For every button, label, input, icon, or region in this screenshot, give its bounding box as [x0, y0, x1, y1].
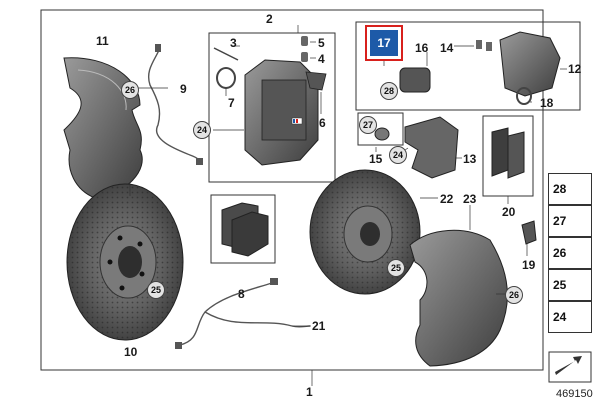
callout-2[interactable]: 2 [266, 12, 273, 26]
front-brake-pads [221, 202, 269, 257]
front-caliper [244, 59, 319, 166]
callout-18[interactable]: 18 [540, 96, 554, 110]
sidebar-item-25[interactable]: 25 [548, 269, 592, 301]
callout-20[interactable]: 20 [502, 205, 516, 219]
diagram-number: 469150 [556, 388, 593, 400]
sidebar-label: 28 [553, 182, 567, 196]
rear-caliper [499, 31, 561, 97]
front-brake-disc [66, 183, 184, 341]
spring-clip-6 [305, 71, 327, 91]
circled-callout-25[interactable]: 25 [147, 281, 165, 299]
wear-sensor-front [148, 47, 200, 163]
sidebar-label: 27 [553, 214, 567, 228]
caliper-group-box [208, 32, 336, 183]
sidebar-label: 25 [553, 278, 567, 292]
parking-motor-16 [399, 67, 431, 93]
bleed-screws [301, 36, 308, 62]
front-dust-shield [63, 57, 143, 199]
sidebar-item-24[interactable]: 24 [548, 301, 592, 333]
pin-3 [213, 47, 239, 61]
direction-arrow-icon [548, 351, 592, 383]
seal-ring-7 [216, 67, 236, 89]
callout-9[interactable]: 9 [180, 82, 187, 96]
callout-16[interactable]: 16 [415, 41, 429, 55]
caliper-carrier [404, 116, 459, 179]
highlighted-callout-17[interactable]: 17 [365, 25, 403, 61]
sidebar-item-28[interactable]: 28 [548, 173, 592, 205]
highlighted-callout-label: 17 [370, 30, 398, 56]
sidebar-label: 26 [553, 246, 567, 260]
rear-brake-pads [491, 127, 525, 179]
callout-21[interactable]: 21 [312, 319, 326, 333]
bracket-group-box [357, 112, 404, 146]
sidebar-label: 24 [553, 310, 567, 324]
rear-caliper-box [355, 21, 581, 111]
callout-10[interactable]: 10 [124, 345, 138, 359]
callout-13[interactable]: 13 [463, 152, 477, 166]
callout-6[interactable]: 6 [319, 116, 326, 130]
circled-callout-24-rear[interactable]: 24 [389, 146, 407, 164]
circled-callout-28[interactable]: 28 [380, 82, 398, 100]
callout-1[interactable]: 1 [306, 385, 313, 399]
circled-callout-27[interactable]: 27 [359, 116, 377, 134]
callout-8[interactable]: 8 [238, 287, 245, 301]
circled-callout-24[interactable]: 24 [193, 121, 211, 139]
main-frame [40, 9, 544, 371]
sidebar-item-26[interactable]: 26 [548, 237, 592, 269]
callout-4[interactable]: 4 [318, 52, 325, 66]
circled-callout-25-rear[interactable]: 25 [387, 259, 405, 277]
bleeder-14 [476, 40, 492, 51]
rear-dust-shield [409, 229, 508, 367]
callout-12[interactable]: 12 [568, 62, 582, 76]
callout-23[interactable]: 23 [463, 192, 477, 206]
callout-5[interactable]: 5 [318, 36, 325, 50]
circled-callout-26[interactable]: 26 [121, 81, 139, 99]
callout-19[interactable]: 19 [522, 258, 536, 272]
retaining-clip-19 [521, 220, 537, 245]
rear-brake-disc [309, 169, 421, 295]
callout-15[interactable]: 15 [369, 152, 383, 166]
bolt-27 [374, 127, 390, 141]
circled-callout-26-rear[interactable]: 26 [505, 286, 523, 304]
callout-3[interactable]: 3 [230, 36, 237, 50]
callout-7[interactable]: 7 [228, 96, 235, 110]
callout-11[interactable]: 11 [96, 34, 109, 48]
sidebar-item-27[interactable]: 27 [548, 205, 592, 237]
wear-sensor-rear [179, 282, 311, 346]
front-pads-box [210, 194, 276, 264]
callout-14[interactable]: 14 [440, 41, 454, 55]
callout-22[interactable]: 22 [440, 192, 454, 206]
seal-18 [516, 87, 532, 105]
